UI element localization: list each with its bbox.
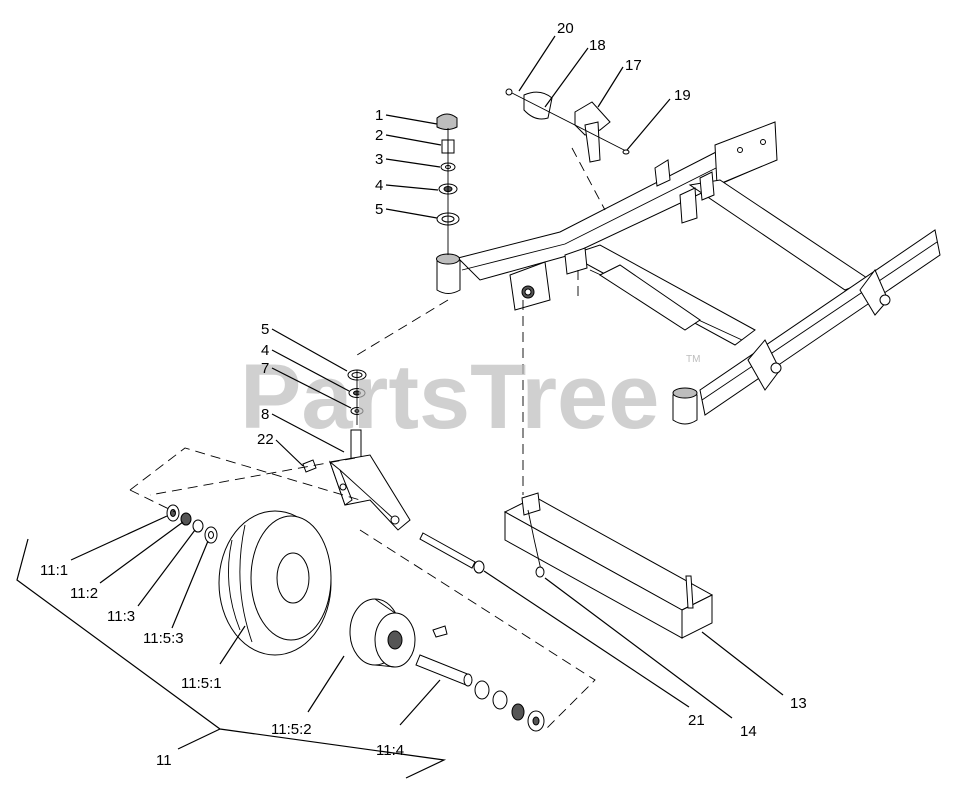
upper-hardware-stack — [436, 113, 460, 255]
callout-labels: 1 2 3 4 5 5 4 7 8 22 20 18 17 19 11:1 11… — [40, 20, 807, 769]
callout-11-1: 11:1 — [40, 562, 68, 579]
counterweight-bar — [503, 270, 714, 639]
callout-13: 13 — [790, 695, 807, 712]
callout-21: 21 — [688, 712, 705, 729]
leader-lines — [16, 35, 784, 779]
callout-5-upper: 5 — [375, 201, 383, 218]
callout-8: 8 — [261, 406, 269, 423]
assembly-guides — [129, 447, 596, 731]
callout-11-5-1: 11:5:1 — [181, 675, 222, 692]
callout-7: 7 — [261, 360, 269, 377]
deflector-bracket-parts — [505, 88, 630, 211]
lower-hardware-stack — [347, 299, 449, 425]
callout-14: 14 — [740, 723, 757, 740]
partstree-watermark: PartsTree TM — [240, 346, 700, 448]
callout-11-5-2: 11:5:2 — [271, 721, 312, 738]
callout-4-lower: 4 — [261, 342, 269, 359]
callout-2: 2 — [375, 127, 383, 144]
callout-5-lower: 5 — [261, 321, 269, 338]
caster-pivot-tube — [436, 253, 461, 294]
callout-11: 11 — [156, 752, 172, 769]
callout-19: 19 — [674, 87, 691, 104]
callout-17: 17 — [625, 57, 642, 74]
callout-20: 20 — [557, 20, 574, 37]
callout-4-upper: 4 — [375, 177, 383, 194]
watermark-text: PartsTree — [240, 346, 659, 448]
callout-1: 1 — [375, 107, 383, 124]
callout-3: 3 — [375, 151, 383, 168]
callout-11-5-3: 11:5:3 — [143, 630, 184, 647]
callout-11-4: 11:4 — [376, 742, 404, 759]
callout-11-3: 11:3 — [107, 608, 135, 625]
callout-18: 18 — [589, 37, 606, 54]
callout-11-2: 11:2 — [70, 585, 98, 602]
callout-22: 22 — [257, 431, 274, 448]
watermark-tm: TM — [686, 354, 700, 365]
frame-assembly — [457, 121, 941, 425]
caster-fork — [302, 429, 411, 531]
wheel-assembly — [166, 504, 545, 732]
